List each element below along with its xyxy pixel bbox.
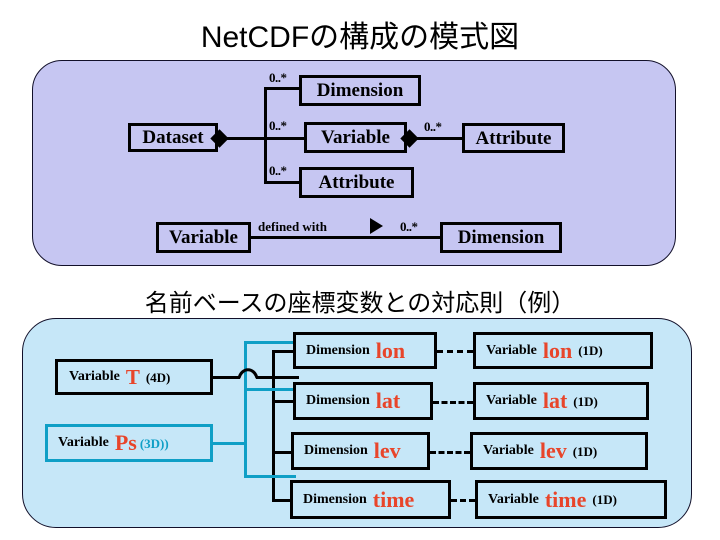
map-line-cyan-to-lon: [244, 341, 296, 344]
map-coordvar-lev-lead: Variable: [483, 443, 534, 458]
uml-multiplicity-attribute-right: 0..*: [424, 119, 442, 134]
map-coordvar-lat-lead: Variable: [486, 393, 537, 408]
uml-node-dimension-bottom[interactable]: Dimension: [440, 222, 562, 253]
map-line-black-to-lat: [272, 400, 296, 403]
map-coordvar-lon-suffix: (1D): [578, 343, 603, 358]
map-coordvar-lat-name: lat: [542, 388, 568, 413]
uml-line-dataset-to-trunk: [222, 137, 267, 140]
uml-node-dimension-bottom-label: Dimension: [457, 227, 545, 248]
map-coordvar-lon-name: lon: [542, 337, 573, 363]
map-source-variable-t[interactable]: Variable T (4D): [55, 359, 213, 395]
uml-navigation-arrow-icon: [370, 218, 383, 234]
map-dimension-lon-name: lon: [375, 337, 406, 363]
map-dimension-time[interactable]: Dimension time: [290, 480, 451, 519]
uml-node-variable-mid-label: Variable: [321, 127, 390, 148]
map-dashed-link-time: [451, 499, 475, 502]
map-source-variable-ps-name: Ps: [114, 430, 137, 455]
map-dimension-lon-lead: Dimension: [306, 342, 370, 358]
map-coordvar-time[interactable]: Variable time (1D): [475, 480, 667, 519]
uml-node-attribute-right-label: Attribute: [475, 127, 552, 149]
uml-node-dimension-top-label: Dimension: [316, 80, 404, 101]
uml-line-branch-attribute: [264, 181, 301, 184]
map-line-black-trunk: [272, 350, 275, 502]
map-dimension-lon[interactable]: Dimension lon: [293, 332, 437, 369]
map-line-black-to-time: [272, 499, 296, 502]
map-source-variable-t-lead: Variable: [69, 369, 120, 384]
uml-line-branch-variable: [264, 137, 308, 140]
uml-line-branch-dimension: [264, 87, 301, 90]
uml-line-variable-defines-dimension: [248, 236, 443, 239]
map-dimension-lev-name: lev: [373, 438, 401, 463]
map-line-black-to-lon: [272, 350, 296, 353]
map-dimension-lat[interactable]: Dimension lat: [293, 382, 433, 420]
map-line-cyan-trunk: [244, 341, 247, 478]
map-dimension-lat-lead: Dimension: [306, 393, 370, 408]
map-coordvar-lon-lead: Variable: [486, 342, 537, 358]
map-dimension-time-lead: Dimension: [303, 491, 367, 507]
map-coordvar-time-lead: Variable: [488, 491, 539, 507]
uml-node-dataset-label: Dataset: [142, 127, 204, 148]
uml-node-variable-bottom-label: Variable: [169, 227, 238, 248]
map-line-t-stub-left: [212, 376, 240, 379]
map-line-ps-stub: [210, 442, 247, 445]
map-dimension-time-name: time: [372, 486, 415, 512]
uml-node-attribute-bottom-label: Attribute: [318, 172, 395, 193]
map-coordvar-lev[interactable]: Variable lev (1D): [470, 432, 648, 470]
map-dashed-link-lat: [433, 401, 473, 404]
uml-line-variable-to-attribute: [412, 137, 467, 140]
uml-multiplicity-attribute-bottom: 0..*: [269, 163, 287, 178]
uml-node-attribute-bottom[interactable]: Attribute: [299, 167, 414, 198]
page-title: NetCDFの構成の模式図: [200, 21, 520, 54]
map-source-variable-ps-lead: Variable: [58, 435, 109, 450]
section-title: 名前ベースの座標変数との対応則（例）: [144, 290, 576, 317]
map-source-variable-ps-suffix: (3D)): [139, 435, 169, 451]
map-line-t-stub-right: [256, 376, 299, 379]
map-coordvar-lev-name: lev: [539, 438, 567, 463]
uml-node-dimension-top[interactable]: Dimension: [299, 75, 421, 106]
uml-association-label: defined with: [258, 219, 327, 234]
map-dimension-lev-lead: Dimension: [304, 443, 368, 458]
map-line-cyan-to-lat: [244, 388, 296, 391]
map-dimension-lev[interactable]: Dimension lev: [291, 432, 430, 470]
map-coordvar-lev-suffix: (1D): [572, 443, 598, 459]
map-source-variable-ps[interactable]: Variable Ps (3D)): [45, 424, 213, 462]
uml-multiplicity-dimension-bottom: 0..*: [400, 219, 418, 234]
map-coordvar-time-name: time: [544, 486, 587, 512]
map-source-variable-t-suffix: (4D): [145, 369, 171, 385]
map-coordvar-lon[interactable]: Variable lon (1D): [473, 332, 653, 369]
uml-node-dataset[interactable]: Dataset: [128, 123, 218, 152]
map-dimension-lat-name: lat: [375, 388, 401, 413]
uml-multiplicity-dimension-top: 0..*: [269, 70, 287, 85]
uml-multiplicity-variable-mid: 0..*: [269, 118, 287, 133]
map-dashed-link-lev: [430, 451, 470, 454]
map-dashed-link-lon: [437, 350, 473, 353]
uml-line-trunk-vertical: [264, 87, 267, 184]
map-source-variable-t-name: T: [125, 364, 140, 389]
map-coordvar-lat-suffix: (1D): [573, 393, 598, 409]
map-coordvar-lat[interactable]: Variable lat (1D): [473, 382, 649, 420]
uml-node-variable-bottom[interactable]: Variable: [156, 222, 251, 253]
map-line-black-to-lev: [272, 451, 296, 454]
uml-node-variable-mid[interactable]: Variable: [304, 122, 407, 153]
uml-node-attribute-right[interactable]: Attribute: [462, 123, 565, 153]
map-line-cyan-to-time: [244, 475, 296, 478]
map-coordvar-time-suffix: (1D): [592, 492, 617, 507]
